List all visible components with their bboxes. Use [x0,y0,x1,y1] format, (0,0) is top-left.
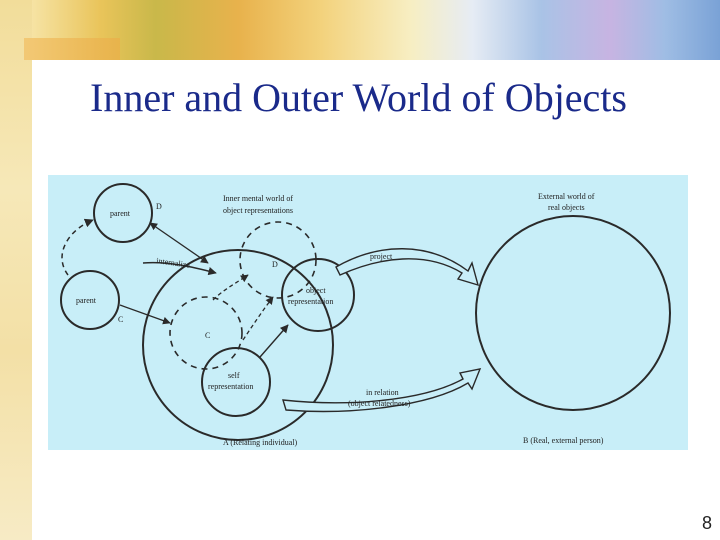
dashed-arrow-inner-1 [212,274,249,301]
arrow-parent-d-internalize [149,222,209,264]
parent-c-circle [60,270,120,330]
parent-c-name: parent [76,296,97,305]
parent-c-letter: C [118,315,123,324]
diagram-svg: Inner mental world of object representat… [60,183,671,447]
arrow-parent-c-to-c [119,304,171,325]
external-world-label-line1: External world of [538,192,595,201]
relating-individual-label: A (Relating individual) [223,438,298,447]
external-world-label-line2: real objects [548,203,585,212]
self-representation-line1: self [228,371,240,380]
inner-world-circle [142,249,334,441]
dashed-arrow-c-to-d [61,218,94,276]
decorative-left-strip [0,0,32,540]
dashed-arrow-inner-2 [242,296,274,341]
object-representation-circle [281,258,355,332]
internalize-arrow [142,261,217,276]
self-representation-line2: representation [208,382,253,391]
external-world-circle [475,215,671,411]
inner-world-label-line2: object representations [223,206,293,215]
project-arrow [335,248,480,287]
decorative-top-banner [32,0,720,60]
internalize-label: internalize [156,256,191,270]
letter-c-inner: C [205,331,210,340]
in-relation-line2: (object relatedness) [348,399,411,408]
inner-world-label-line1: Inner mental world of [223,194,293,203]
dashed-d-circle [239,221,317,299]
parent-d-name: parent [110,209,131,218]
in-relation-line1: in relation [366,388,399,397]
page-number: 8 [701,513,712,533]
dashed-c-circle [169,296,243,370]
real-external-person-label: B (Real, external person) [523,436,604,445]
self-representation-circle [201,347,271,417]
in-relation-arrow [282,368,482,413]
arrow-self-to-object [259,324,289,358]
slide-title: Inner and Outer World of Objects [90,75,627,120]
letter-d-inner: D [272,260,278,269]
object-representation-line2: representation [288,297,333,306]
decorative-top-accent [24,38,120,60]
parent-d-circle [93,183,153,243]
object-representation-line1: object [306,286,326,295]
project-label: project [370,252,393,261]
object-relations-diagram: Inner mental world of object representat… [48,175,688,450]
parent-d-letter: D [156,202,162,211]
